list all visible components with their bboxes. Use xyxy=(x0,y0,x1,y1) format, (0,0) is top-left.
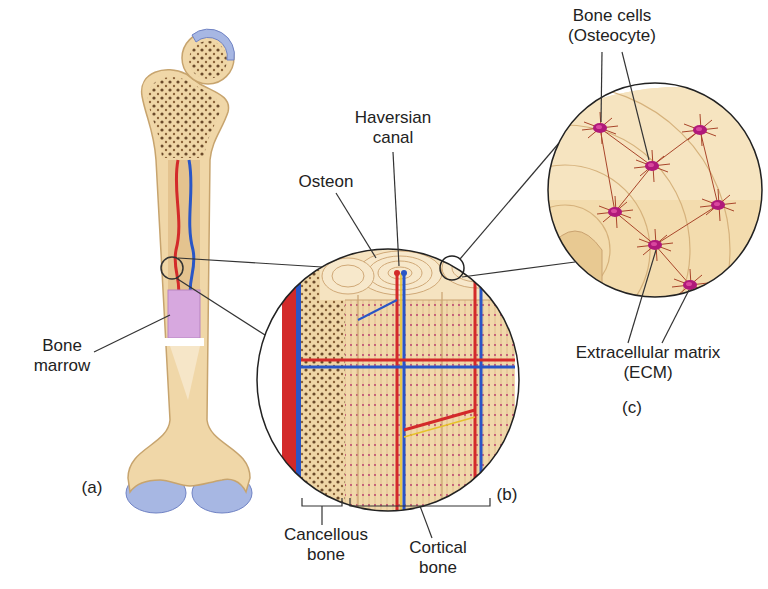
part-label: Bone cells (Osteocyte) xyxy=(557,6,667,45)
osteocyte xyxy=(634,150,670,182)
leader-line xyxy=(622,52,649,160)
leader-line xyxy=(393,152,399,266)
canaliculi xyxy=(655,205,718,245)
canaliculi xyxy=(700,130,718,205)
part-label: Cancellous bone xyxy=(276,525,376,564)
bracket xyxy=(302,498,342,506)
osteon-boundary xyxy=(357,295,358,520)
femur-bone xyxy=(126,29,252,513)
lamella xyxy=(400,85,730,415)
canaliculi xyxy=(615,212,655,245)
leader-line xyxy=(628,250,656,343)
haversian-canal xyxy=(472,265,478,271)
osteon xyxy=(378,261,422,285)
zoom-circle xyxy=(548,83,762,297)
vein xyxy=(358,300,397,320)
part-label: Cortical bone xyxy=(398,538,478,577)
bone-shading xyxy=(170,346,200,400)
vein xyxy=(296,280,301,520)
osteon-boundary xyxy=(441,292,442,520)
vein xyxy=(189,160,194,300)
artery xyxy=(396,273,399,520)
haversian-canal xyxy=(394,270,400,276)
cortical-bone xyxy=(345,300,515,520)
nerve xyxy=(400,273,402,520)
canal-cut xyxy=(548,231,602,310)
lamella xyxy=(400,85,730,415)
cortical-section xyxy=(282,246,520,520)
canaliculi xyxy=(615,166,652,212)
bracket xyxy=(321,506,322,525)
vein xyxy=(300,366,515,369)
zoom-line xyxy=(176,278,265,335)
osteocyte xyxy=(682,114,718,146)
part-label: (c) xyxy=(612,398,652,418)
part-label: (b) xyxy=(487,485,527,505)
zoom-line xyxy=(460,143,559,259)
part-label: (a) xyxy=(72,478,112,498)
osteocyte xyxy=(700,189,736,221)
leader-line xyxy=(662,290,689,343)
marrow-cavity xyxy=(168,160,200,290)
extracellular-matrix xyxy=(548,87,765,200)
osteon xyxy=(368,256,432,290)
leader-line xyxy=(94,52,689,352)
osteon-boundary xyxy=(345,292,515,520)
osteocyte xyxy=(597,196,633,228)
cortical-section xyxy=(257,246,520,520)
osteocyte-detail xyxy=(400,85,765,415)
bracket xyxy=(350,498,490,506)
haversian-canal xyxy=(401,270,407,276)
leader-line xyxy=(601,52,602,122)
lamella xyxy=(480,165,650,335)
cortical-section xyxy=(300,268,515,520)
part-label: Haversian canal xyxy=(348,108,438,147)
canaliculi xyxy=(600,128,652,166)
bone-marrow xyxy=(168,290,200,338)
bone-outline xyxy=(128,70,250,492)
zoom-line xyxy=(462,262,575,277)
artery xyxy=(282,280,296,520)
osteocyte xyxy=(582,112,618,144)
bracket xyxy=(420,506,432,538)
osteon xyxy=(332,265,364,287)
leader-line xyxy=(94,315,170,352)
osteocyte-detail xyxy=(400,83,765,415)
part-label: Bone marrow xyxy=(27,336,97,375)
artery xyxy=(474,268,477,520)
extracellular-matrix xyxy=(548,87,765,310)
zoom-circle xyxy=(161,257,183,279)
zoom-circle xyxy=(440,256,464,280)
vein xyxy=(403,273,406,520)
haversian-canal xyxy=(478,265,484,271)
part-label: Extracellular matrix (ECM) xyxy=(561,343,736,382)
artery xyxy=(300,359,515,362)
osteon xyxy=(442,248,514,288)
vein xyxy=(480,268,483,520)
spongy-bone xyxy=(189,41,227,79)
zoom-circle xyxy=(257,249,519,511)
articular-cartilage xyxy=(192,29,234,60)
osteocyte xyxy=(637,229,673,261)
nerve xyxy=(404,417,475,437)
part-label: Osteon xyxy=(291,172,361,192)
cut-gap xyxy=(164,338,204,346)
osteon xyxy=(388,267,412,279)
spongy-bone xyxy=(148,77,220,158)
osteon-boundary xyxy=(345,299,515,300)
canaliculi xyxy=(655,245,690,285)
lamella xyxy=(440,125,690,375)
leader-line xyxy=(336,193,376,258)
zoom-line xyxy=(178,258,322,267)
